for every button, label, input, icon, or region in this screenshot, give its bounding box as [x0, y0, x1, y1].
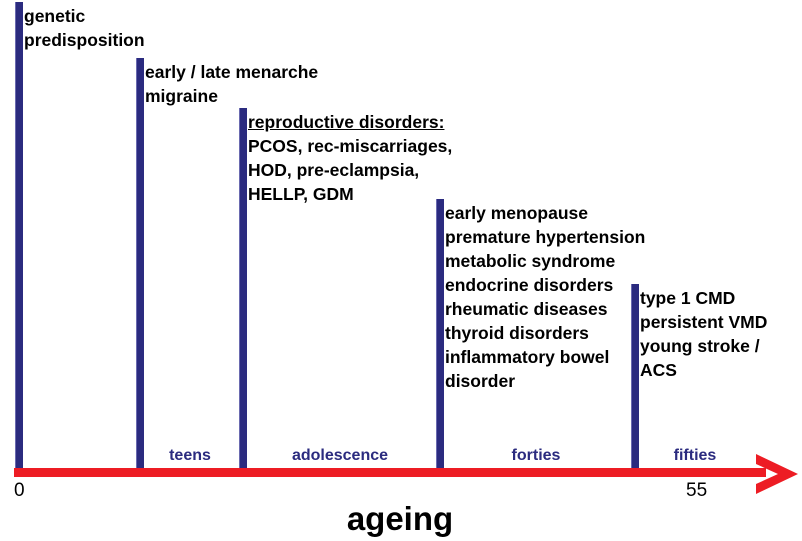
milestone-line: migraine	[145, 86, 218, 106]
axis-start-text: 0	[14, 480, 25, 501]
milestone-text-adolescence: reproductive disorders: PCOS, rec-miscar…	[248, 110, 452, 206]
era-label-text: forties	[511, 447, 561, 464]
milestone-line: metabolic syndrome	[445, 251, 616, 271]
milestone-line: rheumatic diseases	[445, 299, 608, 319]
axis-end-text: 55	[686, 480, 708, 501]
milestone-line: thyroid disorders	[445, 323, 589, 343]
milestone-line: HOD, pre-eclampsia,	[248, 160, 420, 180]
milestone-heading: reproductive disorders:	[248, 112, 445, 132]
milestone-line: disorder	[445, 371, 516, 391]
axis-start-value: 0	[14, 480, 25, 502]
milestone-line: PCOS, rec-miscarriages,	[248, 136, 453, 156]
milestone-line: premature hypertension	[445, 227, 646, 247]
milestone-line: ACS	[640, 360, 677, 380]
milestone-stem-teens	[136, 58, 144, 472]
axis-end-value: 55	[686, 480, 707, 502]
era-label-text: adolescence	[291, 447, 389, 464]
milestone-line: genetic	[24, 6, 86, 26]
milestone-stem-forties	[436, 199, 444, 472]
milestone-line: predisposition	[24, 30, 145, 50]
milestone-line: persistent VMD	[640, 312, 768, 332]
milestone-line: young stroke /	[640, 336, 760, 356]
era-label-teens: teens	[140, 447, 240, 465]
era-label-forties: forties	[440, 447, 632, 465]
milestone-text-forties: early menopause premature hypertension m…	[445, 201, 645, 393]
diagram-caption: ageing	[300, 500, 500, 538]
era-label-adolescence: adolescence	[243, 447, 437, 465]
era-label-text: fifties	[673, 447, 717, 464]
milestone-stem-adolescence	[239, 108, 247, 472]
diagram-caption-text: ageing	[346, 500, 454, 537]
ageing-axis-line	[14, 468, 766, 477]
milestone-text-teens: early / late menarche migraine	[145, 60, 318, 108]
milestone-line: early / late menarche	[145, 62, 319, 82]
milestone-text-fifties: type 1 CMD persistent VMD young stroke /…	[640, 286, 767, 382]
era-label-text: teens	[169, 447, 211, 464]
milestone-stem-fifties	[631, 284, 639, 472]
era-label-fifties: fifties	[635, 447, 755, 465]
milestone-line: early menopause	[445, 203, 588, 223]
milestone-stem-genetic	[15, 2, 23, 472]
milestone-text-genetic: genetic predisposition	[24, 4, 145, 52]
milestone-line: inflammatory bowel	[445, 347, 610, 367]
milestone-line: HELLP, GDM	[248, 184, 354, 204]
milestone-line: endocrine disorders	[445, 275, 614, 295]
milestone-line: type 1 CMD	[640, 288, 736, 308]
